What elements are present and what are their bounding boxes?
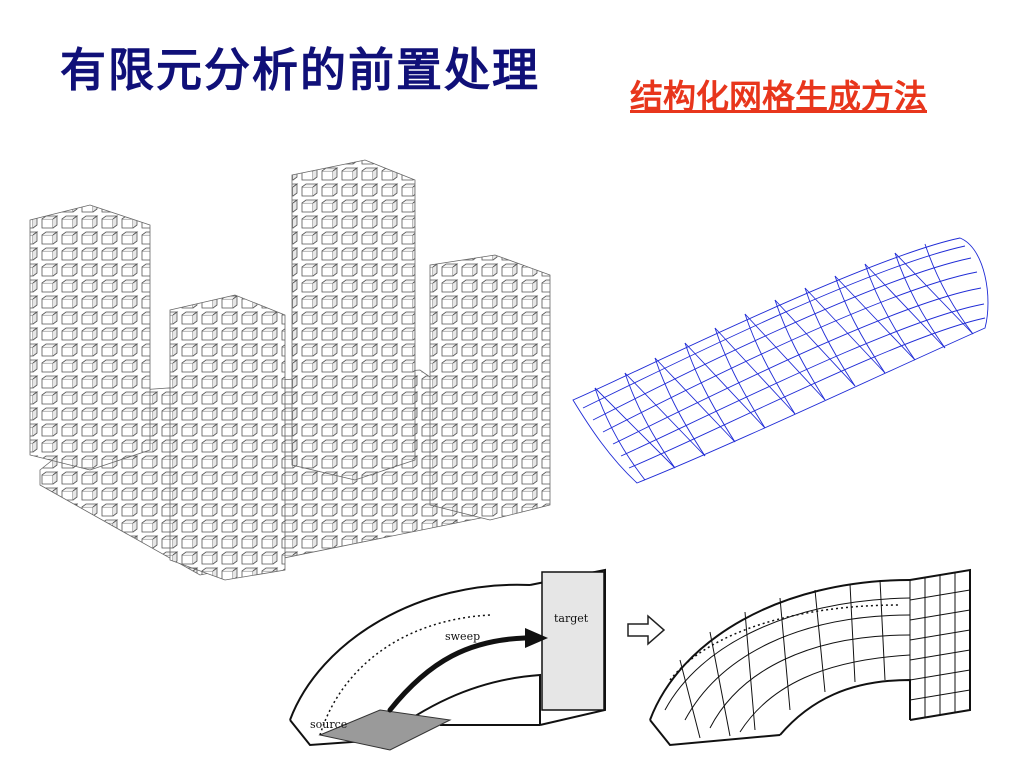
slide-title: 有限元分析的前置处理 [60, 43, 540, 97]
right-arrow-icon [627, 614, 666, 646]
cylinder-mesh-figure [572, 237, 989, 484]
voxel-mesh-figure [29, 159, 551, 581]
sweep-label: sweep [445, 630, 480, 643]
target-face [541, 571, 605, 711]
source-face [318, 709, 452, 751]
sweep-arrow [387, 635, 528, 713]
sweep-diagram-figure: sweep target source [289, 568, 606, 751]
source-label: source [310, 718, 347, 731]
swept-mesh-figure [649, 568, 971, 747]
target-label: target [554, 612, 589, 625]
slide-subtitle-link[interactable]: 结构化网格生成方法 [630, 77, 927, 116]
